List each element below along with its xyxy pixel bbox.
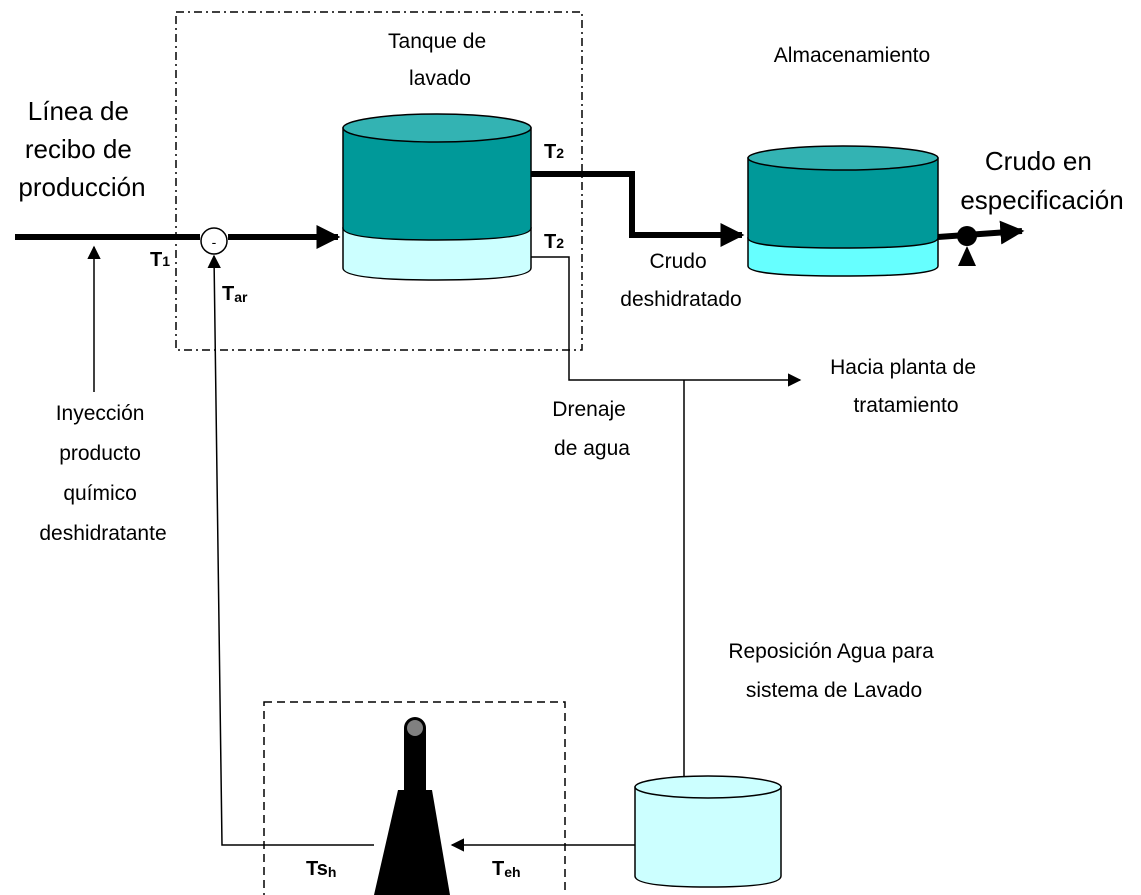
spec-crude-label: Crudo en especificación (960, 146, 1123, 215)
spec-crude-label-line1: Crudo en (985, 146, 1092, 176)
injection-label-line2: producto (59, 442, 141, 465)
mixer-symbol: - (212, 234, 217, 250)
inlet-label-line1: Línea de (28, 96, 129, 126)
drain-label-line1: Drenaje (552, 398, 626, 421)
tag-tsh-main: Ts (306, 858, 328, 880)
wash-tank-boundary (175, 11, 583, 351)
tag-t2-bottom-sub: 2 (556, 235, 564, 251)
dehydrated-crude-label-line1: Crudo (649, 250, 706, 273)
heater-boundary (263, 701, 566, 895)
tag-t2-bottom: T2 (544, 231, 564, 253)
oil-transfer-line (531, 171, 745, 247)
tag-tar-sub: ar (234, 289, 248, 305)
heater-icon (374, 717, 450, 895)
inlet-label: Línea de recibo de producción (18, 96, 145, 202)
makeup-water-label-line1: Reposición Agua para (728, 640, 934, 663)
outlet-line (937, 220, 1025, 245)
tag-teh-sub: eh (504, 864, 520, 880)
makeup-water-label-line2: sistema de Lavado (746, 679, 922, 702)
inlet-label-line3: producción (18, 172, 145, 202)
inlet-label-line2: recibo de (25, 134, 132, 164)
wash-tank-label-line2: lavado (409, 67, 471, 90)
tag-t2-top-sub: 2 (556, 145, 564, 161)
tag-t2-top: T2 (544, 141, 564, 163)
tag-t1-sub: 1 (162, 253, 170, 269)
tag-teh: Teh (492, 858, 521, 880)
wash-tank (342, 113, 532, 281)
storage-label: Almacenamiento (774, 44, 930, 67)
water-drain-line (531, 256, 802, 387)
injection-label-line3: químico (63, 482, 137, 505)
treatment-plant-label-line2: tratamiento (853, 394, 958, 417)
dehydrated-crude-label: Crudo deshidratado (620, 250, 741, 311)
dehydrated-crude-label-line2: deshidratado (620, 288, 741, 311)
tag-t1-main: T (150, 249, 162, 271)
tag-t2-top-main: T (544, 141, 556, 163)
makeup-water-label: Reposición Agua para sistema de Lavado (728, 640, 939, 702)
tag-tsh: Tsh (306, 858, 336, 880)
tag-t1: T1 (150, 249, 170, 271)
spec-crude-label-line2: especificación (960, 185, 1123, 215)
injection-label-line1: Inyección (56, 402, 145, 425)
tag-teh-main: T (492, 858, 504, 880)
drain-label-line2: de agua (554, 437, 630, 460)
tag-tsh-sub: h (328, 864, 337, 880)
makeup-water-tank (634, 775, 782, 888)
recycle-line (207, 254, 374, 846)
wash-tank-label-line1: Tanque de (388, 30, 486, 53)
drain-label: Drenaje de agua (552, 398, 631, 460)
mixer-node (200, 227, 228, 255)
injection-label: Inyección producto químico deshidratante (39, 402, 166, 545)
tag-tar-main: T (222, 283, 234, 305)
storage-tank (747, 145, 939, 277)
pump-icon (957, 226, 977, 246)
treatment-plant-label: Hacia planta de tratamiento (830, 356, 982, 417)
wash-tank-label: Tanque de lavado (388, 30, 492, 90)
injection-label-line4: deshidratante (39, 522, 166, 545)
tag-tar: Tar (222, 283, 248, 305)
treatment-plant-label-line1: Hacia planta de (830, 356, 976, 379)
pump-base (958, 246, 976, 266)
tag-t2-bottom-main: T (544, 231, 556, 253)
